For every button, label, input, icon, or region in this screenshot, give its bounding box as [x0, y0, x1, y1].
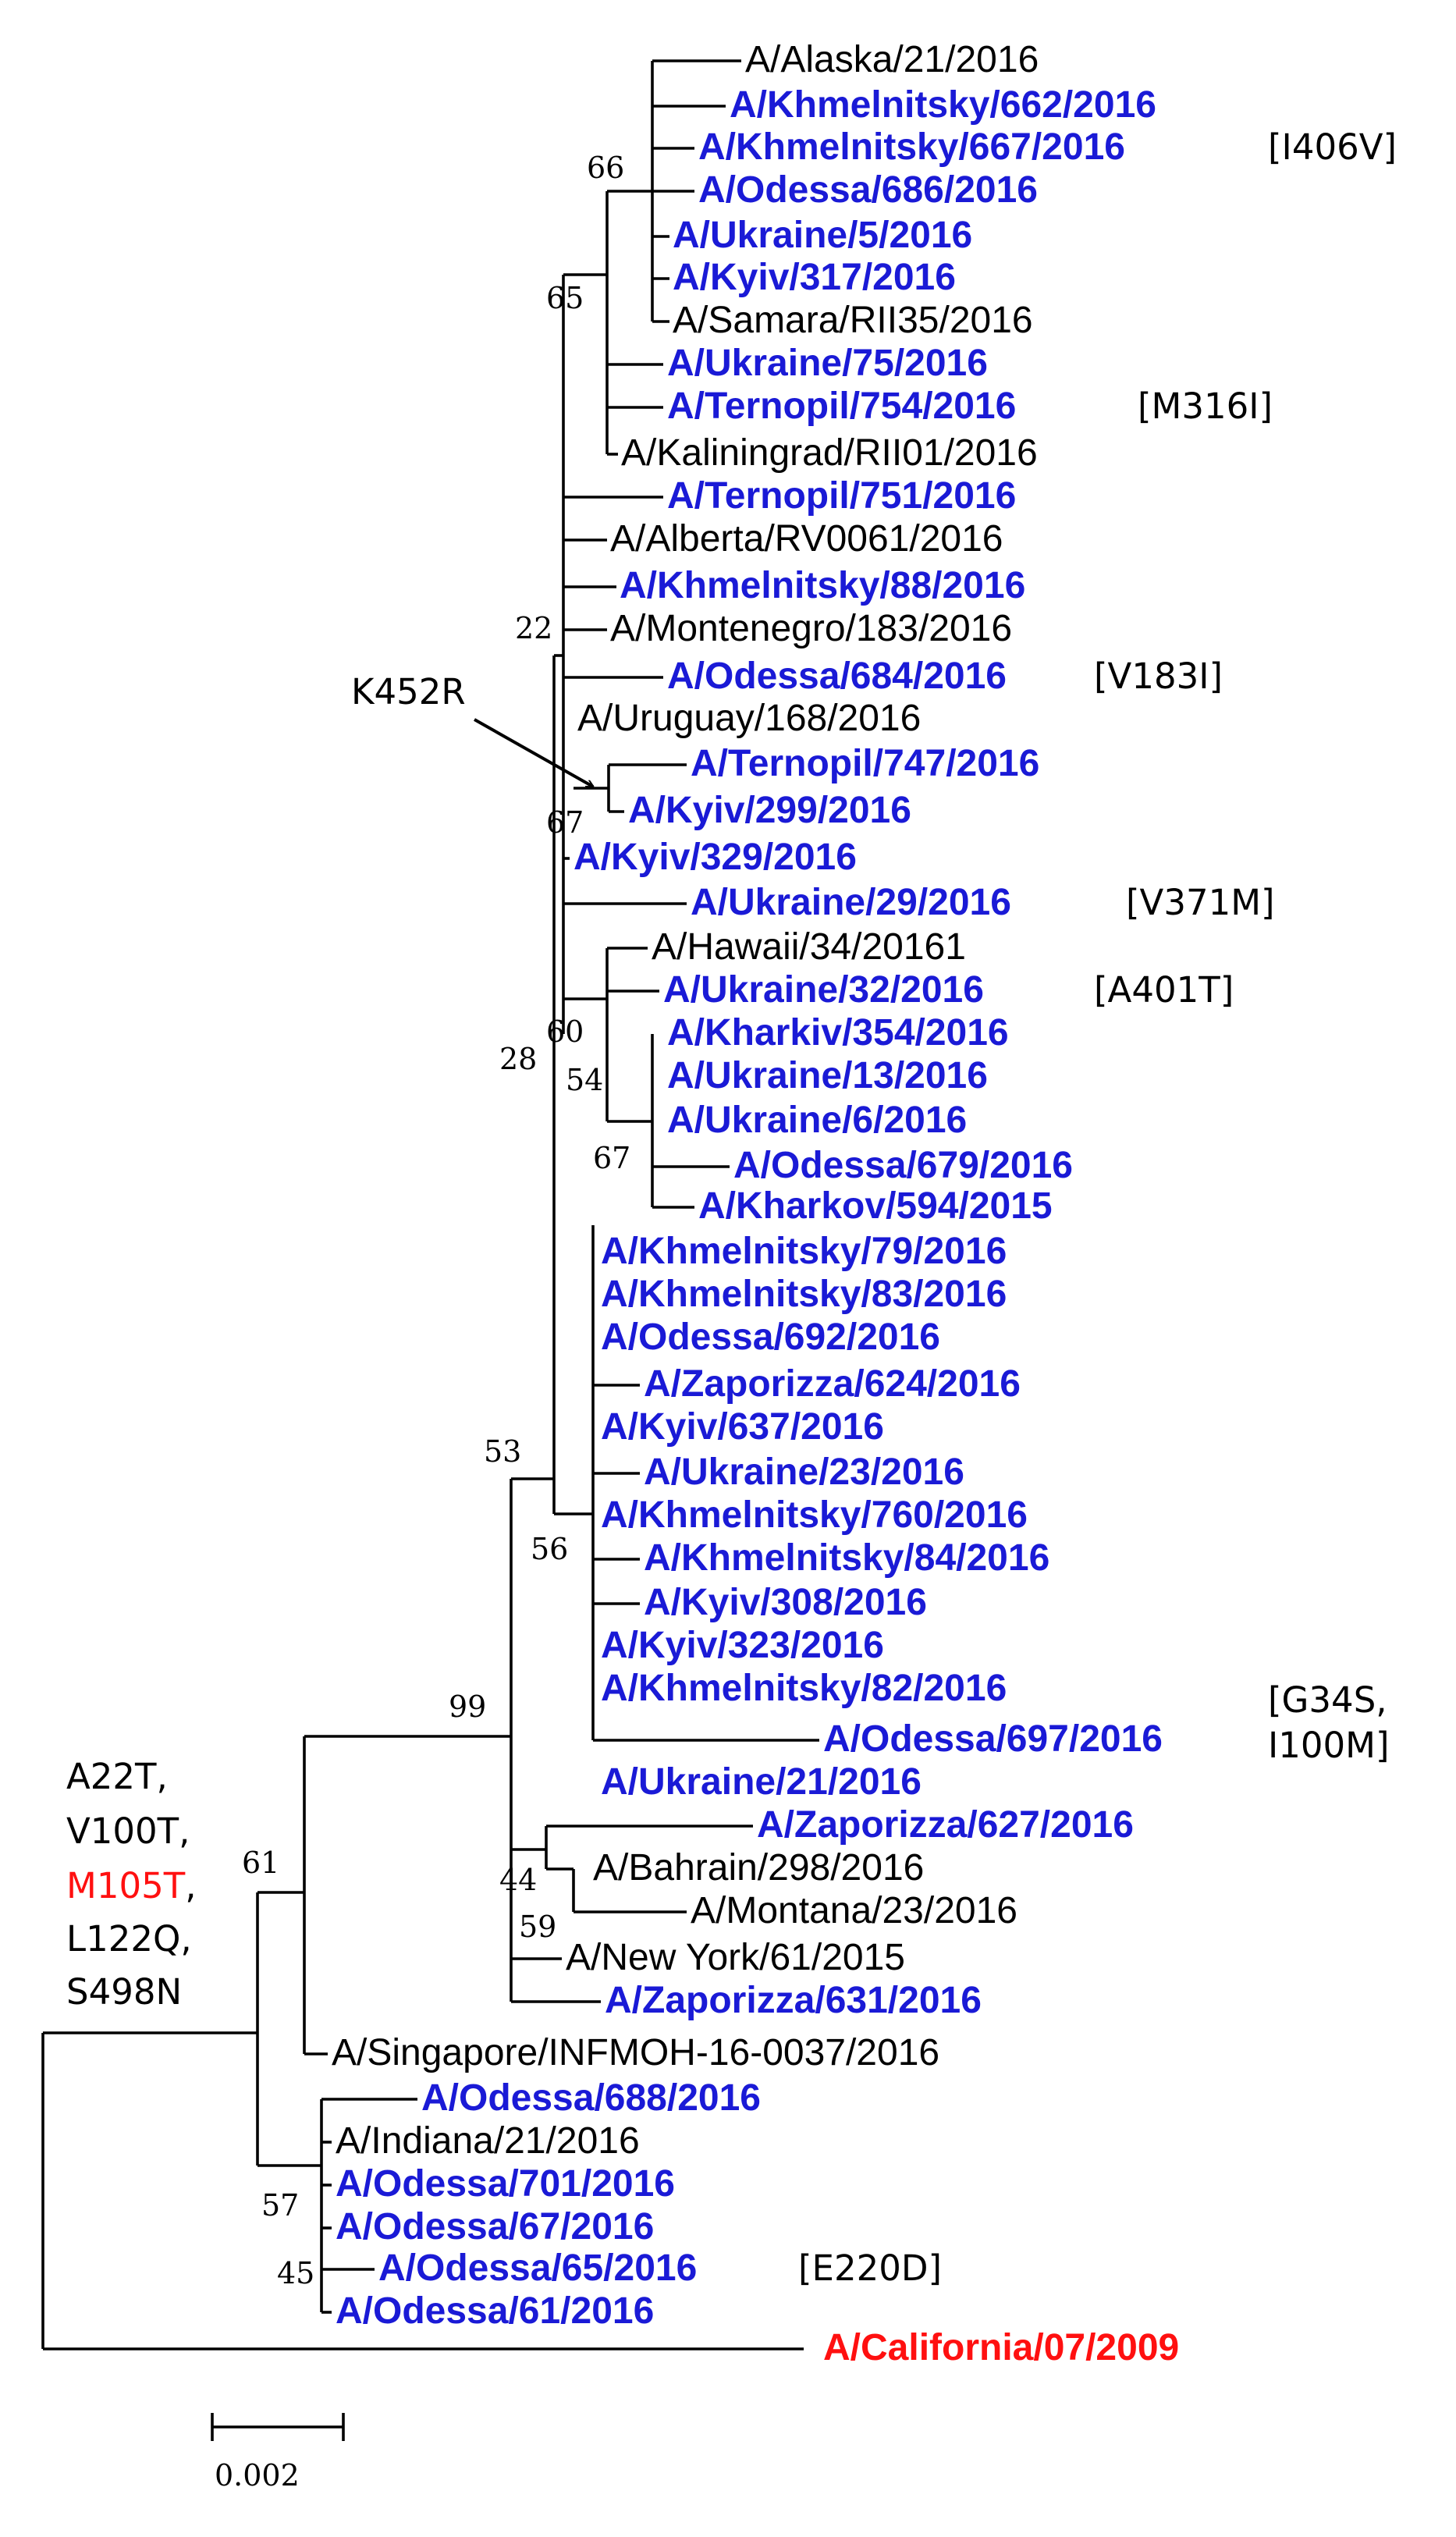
- tip-label: A/Ukraine/23/2016: [644, 1451, 964, 1493]
- tip-label: A/Odessa/61/2016: [336, 2290, 654, 2332]
- bootstrap-value: 53: [484, 1434, 521, 1469]
- bootstrap-value: 54: [566, 1063, 603, 1097]
- annotation-arrow: [474, 718, 593, 788]
- tip-label: A/Odessa/65/2016: [378, 2247, 697, 2289]
- tip-label: A/Samara/RII35/2016: [673, 300, 1033, 341]
- tip-label: A/Ternopil/754/2016: [667, 386, 1016, 427]
- tip-label: A/Kyiv/323/2016: [601, 1625, 884, 1666]
- tip-label: A/Ternopil/747/2016: [691, 743, 1039, 784]
- tip-label: A/California/07/2009: [823, 2327, 1179, 2368]
- tip-label: A/Montana/23/2016: [691, 1890, 1017, 1931]
- tip-label: A/Odessa/688/2016: [421, 2077, 761, 2119]
- tip-label: A/Kyiv/308/2016: [644, 1582, 927, 1623]
- mutation-label: I100M]: [1268, 1725, 1390, 1766]
- mutation-separator: ,: [185, 1865, 196, 1906]
- tip-label: A/Ukraine/75/2016: [667, 343, 988, 384]
- tip-label: A/Khmelnitsky/667/2016: [698, 126, 1125, 168]
- bootstrap-value: 56: [531, 1532, 568, 1566]
- mutation-label: [A401T]: [1094, 969, 1234, 1011]
- tip-label: A/New York/61/2015: [566, 1937, 905, 1978]
- tip-label: A/Odessa/679/2016: [733, 1145, 1073, 1186]
- tip-label: A/Khmelnitsky/88/2016: [620, 565, 1025, 606]
- tip-label: A/Ukraine/5/2016: [673, 215, 972, 256]
- tip-label: A/Alaska/21/2016: [745, 39, 1039, 80]
- tip-label: A/Kyiv/329/2016: [574, 837, 857, 878]
- bootstrap-value: 45: [277, 2256, 314, 2290]
- clade-mutation: A22T,: [66, 1756, 168, 1797]
- mutation-label: [M316I]: [1138, 386, 1273, 427]
- branch-annotation-label: K452R: [351, 671, 466, 712]
- tip-label: A/Kyiv/317/2016: [673, 257, 956, 298]
- tip-label: A/Zaporizza/627/2016: [757, 1804, 1134, 1846]
- tip-label: A/Odessa/701/2016: [336, 2163, 675, 2205]
- tip-label: A/Kaliningrad/RII01/2016: [621, 432, 1038, 474]
- tip-label: A/Khmelnitsky/662/2016: [730, 84, 1156, 126]
- tip-label: A/Alberta/RV0061/2016: [610, 518, 1003, 560]
- tip-label: A/Odessa/684/2016: [667, 656, 1007, 697]
- tip-label: A/Hawaii/34/20161: [652, 926, 966, 968]
- bootstrap-value: 65: [546, 281, 584, 315]
- tip-label: A/Ukraine/6/2016: [667, 1100, 967, 1141]
- tip-label: A/Uruguay/168/2016: [577, 698, 921, 739]
- bootstrap-value: 44: [499, 1863, 537, 1897]
- tip-label: A/Khmelnitsky/79/2016: [601, 1231, 1007, 1272]
- clade-mutation: V100T,: [66, 1810, 190, 1852]
- clade-mutation: L122Q,: [66, 1918, 192, 1960]
- bootstrap-value: 61: [242, 1846, 279, 1880]
- mutation-label: [V371M]: [1126, 882, 1275, 923]
- tip-label: A/Zaporizza/631/2016: [605, 1980, 982, 2021]
- clade-mutation: M105T,: [66, 1865, 197, 1906]
- tip-label: A/Ukraine/32/2016: [663, 969, 984, 1011]
- tip-label: A/Khmelnitsky/83/2016: [601, 1274, 1007, 1315]
- tip-label: A/Odessa/67/2016: [336, 2206, 654, 2247]
- bootstrap-value: 66: [587, 151, 624, 185]
- bootstrap-value: 60: [546, 1014, 584, 1049]
- mutation-label: [E220D]: [798, 2247, 942, 2289]
- tip-label: A/Bahrain/298/2016: [593, 1847, 924, 1889]
- tip-label: A/Ternopil/751/2016: [667, 475, 1016, 517]
- tip-label: A/Kharkov/594/2015: [698, 1185, 1053, 1227]
- branch-annotation: K452R: [351, 671, 593, 788]
- bootstrap-value: 59: [519, 1910, 556, 1944]
- tip-label: A/Ukraine/29/2016: [691, 882, 1011, 923]
- mutation-label: [G34S,: [1268, 1679, 1387, 1721]
- mutation-label: [V183I]: [1094, 656, 1223, 697]
- tip-label: A/Khmelnitsky/760/2016: [601, 1494, 1028, 1536]
- tip-labels: A/Alaska/21/2016 A/Khmelnitsky/662/2016 …: [332, 39, 1179, 2368]
- tip-label: A/Odessa/686/2016: [698, 169, 1038, 211]
- tip-label: A/Khmelnitsky/84/2016: [644, 1537, 1049, 1579]
- bootstrap-value: 57: [261, 2188, 299, 2223]
- tip-label: A/Kyiv/299/2016: [628, 790, 911, 831]
- bootstrap-value: 28: [499, 1042, 537, 1076]
- tip-label: A/Odessa/692/2016: [601, 1316, 940, 1358]
- bootstrap-value: 99: [449, 1690, 486, 1724]
- tip-label: A/Montenegro/183/2016: [610, 608, 1012, 649]
- tip-label: A/Singapore/INFMOH-16-0037/2016: [332, 2032, 939, 2073]
- tip-label: A/Ukraine/21/2016: [601, 1761, 922, 1803]
- tip-label: A/Ukraine/13/2016: [667, 1055, 988, 1096]
- tree-branches: [41, 59, 819, 2350]
- tip-label: A/Kharkiv/354/2016: [667, 1012, 1009, 1054]
- bootstrap-value: 67: [546, 805, 584, 840]
- bootstrap-value: 67: [593, 1141, 630, 1175]
- clade-mutation: S498N: [66, 1971, 182, 2013]
- bootstrap-value: 22: [515, 611, 552, 645]
- tip-label: A/Khmelnitsky/82/2016: [601, 1668, 1007, 1709]
- clade-mutation-list: A22T, V100T, M105T, L122Q, S498N: [66, 1756, 197, 2013]
- mutation-labels: [I406V] [M316I] [V183I] [V371M] [A401T] …: [798, 126, 1397, 2289]
- tip-label: A/Odessa/697/2016: [823, 1718, 1163, 1760]
- scale-bar-label: 0.002: [215, 2458, 300, 2493]
- tip-label: A/Kyiv/637/2016: [601, 1406, 884, 1448]
- tip-label: A/Zaporizza/624/2016: [644, 1363, 1021, 1405]
- mutation-label: [I406V]: [1268, 126, 1397, 168]
- bootstrap-values: 66 65 22 67 60 54 67 28 53 56 99 61 44 5…: [242, 151, 630, 2290]
- scale-bar: 0.002: [211, 2413, 345, 2493]
- highlighted-mutation: M105T: [66, 1865, 186, 1906]
- tip-label: A/Indiana/21/2016: [336, 2120, 640, 2162]
